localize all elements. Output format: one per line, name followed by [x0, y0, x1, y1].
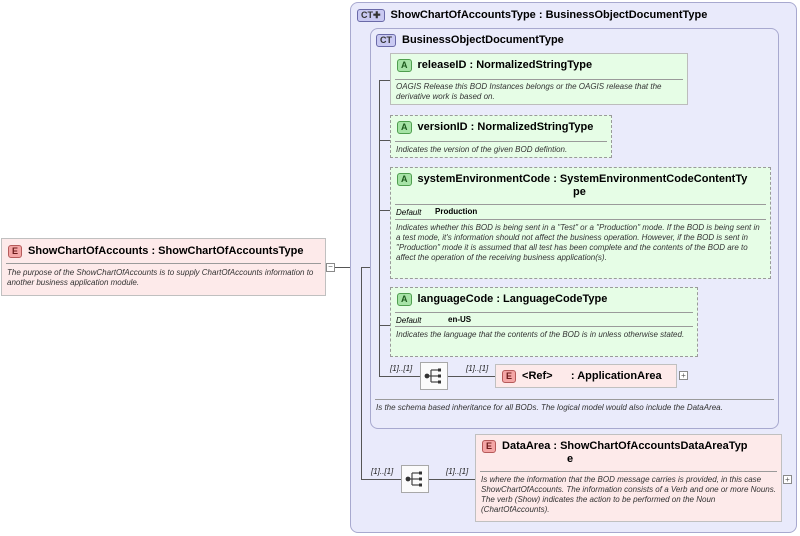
connector-line: [429, 479, 475, 480]
attribute-badge: A: [397, 121, 412, 134]
connector-line: [379, 140, 391, 141]
inner-type-title: BusinessObjectDocumentType: [402, 34, 564, 46]
complex-type-badge: CT: [376, 34, 396, 47]
expand-icon[interactable]: +: [679, 371, 688, 380]
cardinality-label: [1]..[1]: [390, 364, 413, 373]
separator: [395, 141, 607, 142]
separator: [6, 263, 321, 264]
root-element-title: ShowChartOfAccounts : ShowChartOfAccount…: [28, 245, 304, 257]
complex-type-badge: CT✚: [357, 9, 385, 22]
connector-line: [361, 267, 370, 268]
attribute-doc: Indicates whether this BOD is being sent…: [396, 223, 760, 262]
outer-type-title: ShowChartOfAccountsType : BusinessObject…: [390, 9, 708, 21]
attribute-title-continued: pe: [573, 186, 586, 198]
expand-icon[interactable]: +: [783, 475, 792, 484]
attribute-title: releaseID : NormalizedStringType: [417, 59, 593, 71]
ref-element-title: <Ref> : ApplicationArea: [522, 370, 662, 382]
data-area-title: DataArea : ShowChartOfAccountsDataAreaTy…: [502, 440, 748, 452]
data-area-title-continued: e: [567, 453, 574, 465]
data-area-element[interactable]: E DataArea : ShowChartOfAccountsDataAreaT…: [475, 434, 782, 522]
attribute-badge: A: [397, 293, 412, 306]
connector-line: [379, 80, 380, 376]
separator: [395, 204, 766, 205]
attribute-doc: Indicates the version of the given BOD d…: [396, 145, 568, 154]
separator: [480, 471, 777, 472]
default-value: en-US: [448, 315, 472, 324]
default-label: Default: [396, 316, 422, 325]
connector-line: [361, 267, 362, 479]
attribute-title: versionID : NormalizedStringType: [417, 121, 594, 133]
application-area-ref[interactable]: E <Ref> : ApplicationArea: [495, 364, 677, 388]
element-badge: E: [502, 370, 517, 383]
sequence-compositor-icon[interactable]: [420, 362, 448, 390]
connector-line: [379, 80, 391, 81]
expand-icon: ✚: [373, 10, 381, 20]
attribute-badge: A: [397, 173, 412, 186]
attribute-title: systemEnvironmentCode : SystemEnvironmen…: [417, 173, 748, 185]
connector-line: [335, 267, 350, 268]
element-badge: E: [8, 245, 23, 258]
data-area-header: E DataArea : ShowChartOfAccountsDataAreaT…: [482, 440, 748, 453]
cardinality-label: [1]..[1]: [466, 364, 489, 373]
separator: [375, 399, 774, 400]
outer-type-header: CT✚ ShowChartOfAccountsType : BusinessObj…: [357, 9, 707, 22]
separator: [395, 219, 766, 220]
connector-line: [448, 376, 495, 377]
attribute-title: languageCode : LanguageCodeType: [417, 293, 608, 305]
separator: [395, 326, 693, 327]
ref-element-header: E <Ref> : ApplicationArea: [502, 370, 662, 383]
collapse-icon[interactable]: −: [326, 263, 335, 272]
connector-line: [379, 210, 391, 211]
root-element-header: E ShowChartOfAccounts : ShowChartOfAccoun…: [8, 245, 303, 258]
separator: [395, 79, 683, 80]
default-label: Default: [396, 208, 422, 217]
attribute-badge: A: [397, 59, 412, 72]
element-badge: E: [482, 440, 497, 453]
attribute-doc: Indicates the language that the contents…: [396, 330, 685, 339]
connector-line: [361, 479, 401, 480]
cardinality-label: [1]..[1]: [371, 467, 394, 476]
separator: [395, 312, 693, 313]
attribute-doc: OAGIS Release this BOD Instances belongs…: [396, 82, 662, 101]
inner-type-header: CT BusinessObjectDocumentType: [376, 34, 564, 47]
connector-line: [379, 325, 391, 326]
sequence-compositor-icon[interactable]: [401, 465, 429, 493]
root-element-doc: The purpose of the ShowChartOfAccounts i…: [7, 268, 314, 287]
data-area-doc: Is where the information that the BOD me…: [481, 475, 776, 514]
inner-type-doc: Is the schema based inheritance for all …: [376, 403, 723, 412]
cardinality-label: [1]..[1]: [446, 467, 469, 476]
root-element-box[interactable]: E ShowChartOfAccounts : ShowChartOfAccoun…: [1, 238, 326, 296]
connector-line: [379, 376, 420, 377]
default-value: Production: [435, 207, 478, 216]
